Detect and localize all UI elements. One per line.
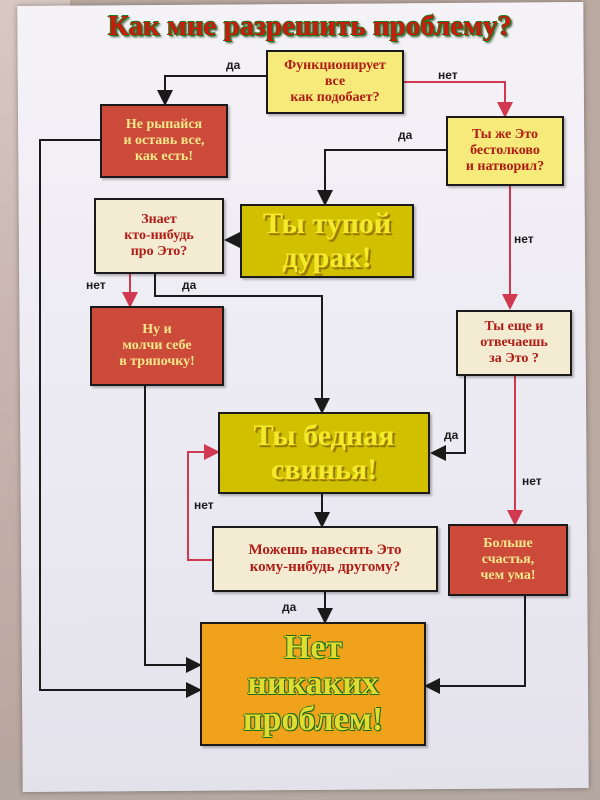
node-poor-pig-text: Ты бедная свинья!: [253, 419, 395, 486]
label-no-did-it: нет: [514, 232, 534, 246]
label-no-blame: нет: [194, 498, 214, 512]
edge-didit-fool: [317, 149, 446, 206]
label-yes-blame: да: [282, 600, 297, 614]
node-leave: Не рыпайся и оставь все, как есть!: [100, 104, 228, 178]
node-leave-text: Не рыпайся и оставь все, как есть!: [123, 117, 205, 164]
node-shut-up-text: Ну и молчи себе в тряпочку!: [119, 322, 195, 369]
node-blame: Можешь навесить Это кому-нибудь другому?: [212, 526, 438, 592]
node-works: Функционирует все как подобает?: [266, 50, 404, 114]
label-no-works: нет: [438, 68, 458, 82]
label-yes-responsible: да: [444, 428, 459, 442]
node-blame-text: Можешь навесить Это кому-нибудь другому?: [248, 542, 402, 575]
node-did-it: Ты же Это бестолково и натворил?: [446, 116, 564, 186]
page-title: Как мне разрешить проблему?: [107, 10, 512, 42]
edge-leave-noproblem: [39, 139, 202, 698]
edge-responsible-poorpig: [430, 376, 466, 461]
node-luck: Больше счастья, чем ума!: [448, 524, 568, 596]
label-no-responsible: нет: [522, 474, 542, 488]
edge-shutup-noproblem: [144, 386, 202, 673]
label-no-knows: нет: [86, 278, 106, 292]
node-responsible: Ты еще и отвечаешь за Это ?: [456, 310, 572, 376]
node-fool-text: Ты тупой дурак!: [262, 207, 392, 274]
label-yes-did-it: да: [398, 128, 413, 142]
node-knows-text: Знает кто-нибудь про Это?: [124, 212, 194, 259]
node-responsible-text: Ты еще и отвечаешь за Это ?: [480, 319, 548, 366]
edge-works-didit: [404, 81, 513, 118]
label-yes-knows: да: [182, 278, 197, 292]
label-yes-works: да: [226, 58, 241, 72]
node-poor-pig: Ты бедная свинья!: [218, 412, 430, 494]
edge-works-leave: [157, 75, 266, 106]
edge-luck-noproblem: [424, 596, 526, 694]
node-knows: Знает кто-нибудь про Это?: [94, 198, 224, 274]
edge-knows-poorpig: [154, 274, 330, 414]
node-no-problem: Нет никаких проблем!: [200, 622, 426, 746]
node-shut-up: Ну и молчи себе в тряпочку!: [90, 306, 224, 386]
node-fool: Ты тупой дурак!: [240, 204, 414, 278]
node-luck-text: Больше счастья, чем ума!: [480, 536, 536, 583]
edge-blame-poorpig: [187, 444, 220, 561]
node-did-it-text: Ты же Это бестолково и натворил?: [465, 127, 545, 174]
node-no-problem-text: Нет никаких проблем!: [242, 629, 384, 738]
node-works-text: Функционирует все как подобает?: [284, 58, 386, 105]
